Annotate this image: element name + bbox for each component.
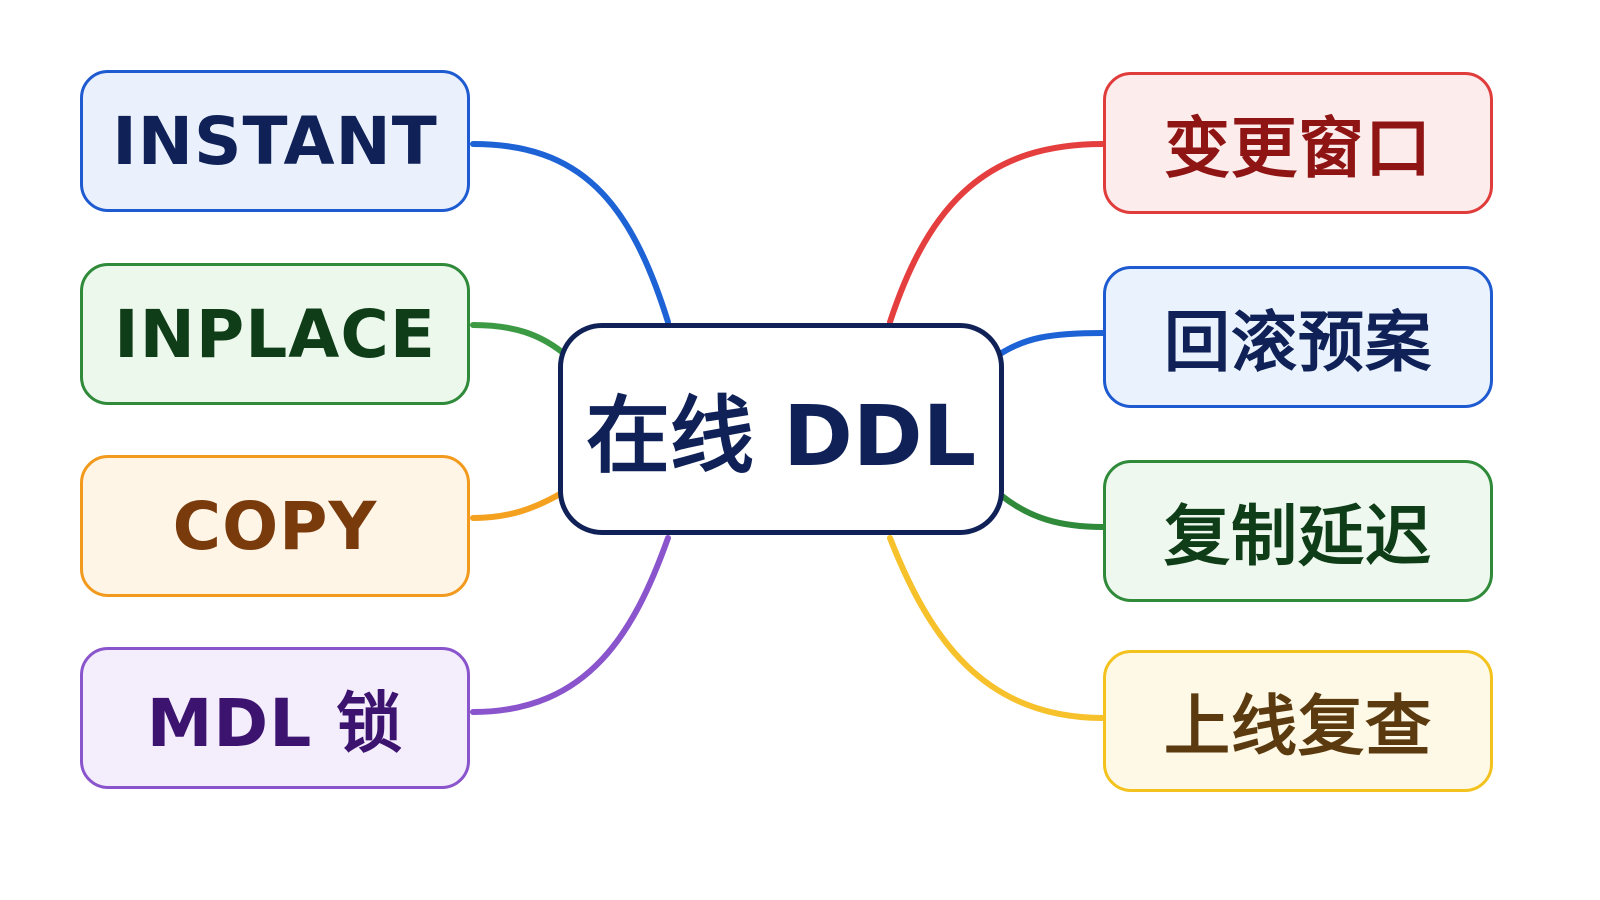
connector-rollback-plan (997, 330, 1106, 357)
connector-change-window (887, 141, 1106, 325)
branch-node-copy: COPY (80, 455, 470, 597)
connector-replication-delay (999, 493, 1106, 530)
branch-node-change-window: 变更窗口 (1103, 72, 1493, 214)
connector-inplace (470, 322, 565, 355)
connector-mdl-lock (470, 535, 671, 715)
connector-post-launch-review (887, 535, 1106, 721)
branch-node-rollback-plan: 回滚预案 (1103, 266, 1493, 408)
connector-instant (470, 141, 671, 325)
branch-node-post-launch-review: 上线复查 (1103, 650, 1493, 792)
branch-node-replication-delay: 复制延迟 (1103, 460, 1493, 602)
central-node: 在线 DDL (558, 323, 1004, 535)
branch-node-instant: INSTANT (80, 70, 470, 212)
branch-node-mdl-lock: MDL 锁 (80, 647, 470, 789)
connector-copy (470, 491, 563, 521)
branch-node-inplace: INPLACE (80, 263, 470, 405)
